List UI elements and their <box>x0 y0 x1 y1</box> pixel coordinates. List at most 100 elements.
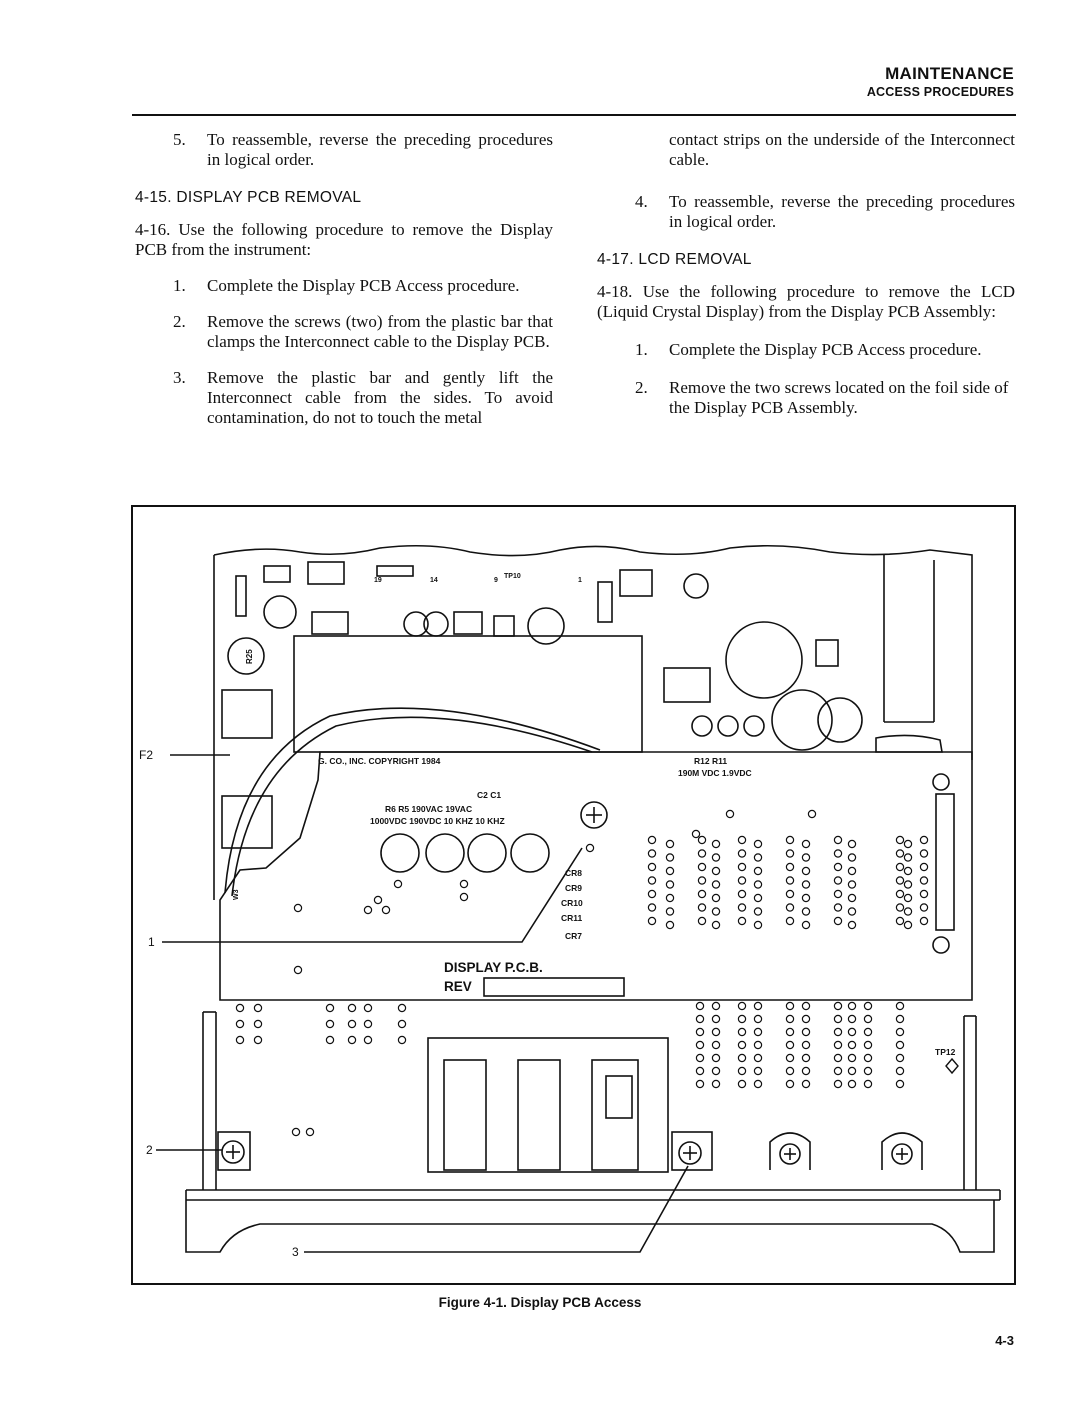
solder-pads <box>235 809 929 1137</box>
solder-pad <box>903 866 913 876</box>
solder-pad <box>737 903 747 912</box>
solder-pad <box>895 835 905 845</box>
r12-r11-label: R12 R11 <box>694 756 727 766</box>
solder-pad <box>363 1035 373 1045</box>
screw-2 <box>217 1131 251 1171</box>
solder-pad <box>801 1066 811 1076</box>
solder-pad <box>647 916 657 926</box>
solder-pad <box>801 839 811 849</box>
solder-pad <box>665 866 675 876</box>
solder-pad <box>305 1127 315 1137</box>
solder-pad <box>695 1079 705 1089</box>
step-text: To reassemble, reverse the preceding pro… <box>669 192 1015 231</box>
pin-9-label: 9 <box>494 577 498 584</box>
solder-pad <box>737 1066 747 1076</box>
solder-pad <box>801 1014 811 1024</box>
r6-r5-label: R6 R5 190VAC 19VAC <box>385 804 472 814</box>
solder-pad <box>711 893 721 903</box>
solder-pad <box>833 1079 843 1089</box>
solder-pad <box>753 853 763 862</box>
cr7-label: CR7 <box>565 931 582 941</box>
solder-pad <box>801 880 811 889</box>
solder-pad <box>697 862 707 872</box>
display-pcb-label: DISPLAY P.C.B. <box>444 960 543 975</box>
section-heading-4-15: 4-15. DISPLAY PCB REMOVAL <box>135 189 362 206</box>
main-board-edge <box>213 544 973 760</box>
solder-pad <box>919 835 929 845</box>
solder-pad <box>895 1001 905 1011</box>
solder-pad <box>833 903 843 912</box>
solder-pad <box>711 907 721 916</box>
solder-pad <box>737 1027 747 1037</box>
solder-pad <box>903 880 913 889</box>
solder-pad <box>833 889 843 899</box>
solder-pad <box>919 876 929 885</box>
solder-pad <box>737 889 747 899</box>
solder-pad <box>895 1079 905 1089</box>
tp10-label: TP10 <box>504 573 521 580</box>
solder-pad <box>753 1040 763 1050</box>
step-number: 1. <box>635 340 648 359</box>
screw-3 <box>671 1131 713 1171</box>
solder-pad <box>919 862 929 872</box>
solder-pad <box>711 1066 721 1076</box>
solder-pad <box>235 1035 245 1045</box>
solder-pad <box>833 1014 843 1024</box>
solder-pad <box>847 853 857 862</box>
solder-pad <box>895 876 905 885</box>
solder-pad <box>863 1014 873 1024</box>
solder-pad <box>711 920 721 930</box>
header-title: MAINTENANCE <box>885 64 1014 83</box>
solder-pad <box>737 835 747 845</box>
cr11-label: CR11 <box>561 913 583 923</box>
solder-pad <box>847 1079 857 1089</box>
screw-4 <box>769 1132 811 1170</box>
solder-pad <box>697 849 707 858</box>
solder-pad <box>647 876 657 885</box>
front-bezel <box>185 1200 995 1253</box>
solder-pad <box>695 1014 705 1024</box>
solder-pad <box>847 920 857 930</box>
solder-pad <box>833 1066 843 1076</box>
solder-pad <box>753 1014 763 1024</box>
solder-pad <box>895 916 905 926</box>
solder-pad <box>363 905 373 915</box>
solder-pad <box>919 889 929 899</box>
solder-pad <box>903 920 913 930</box>
solder-pad <box>363 1019 373 1029</box>
solder-pad <box>691 829 701 839</box>
solder-pad <box>801 1053 811 1063</box>
lcd-module <box>293 635 643 753</box>
solder-pad <box>695 1001 705 1011</box>
solder-pad <box>665 907 675 916</box>
solder-pad <box>753 839 763 849</box>
solder-pad <box>397 1019 407 1029</box>
solder-pad <box>895 889 905 899</box>
solder-pad <box>697 835 707 845</box>
solder-pad <box>895 862 905 872</box>
solder-pad <box>253 1035 263 1045</box>
solder-pad <box>833 849 843 858</box>
tp12-diamond-icon <box>945 1057 959 1075</box>
step-number: 4. <box>635 192 648 211</box>
solder-pad <box>711 866 721 876</box>
right-step-2: 2. Remove the two screws located on the … <box>597 378 1015 418</box>
solder-pad <box>801 920 811 930</box>
volts-label: 1000VDC 190VDC 10 KHZ 10 KHZ <box>370 816 505 826</box>
vdc-label: 190M VDC 1.9VDC <box>678 768 752 778</box>
solder-pad <box>785 1066 795 1076</box>
solder-pad <box>753 893 763 903</box>
solder-pad <box>903 853 913 862</box>
solder-pad <box>903 893 913 903</box>
solder-pad <box>347 1003 357 1013</box>
solder-pad <box>833 1027 843 1037</box>
solder-pad <box>737 1040 747 1050</box>
solder-pad <box>863 1001 873 1011</box>
left-step-5: 5. To reassemble, reverse the preceding … <box>135 130 553 170</box>
figure-frame <box>131 505 1016 1285</box>
solder-pad <box>695 1040 705 1050</box>
screw-top <box>580 801 608 829</box>
callout-2: 2 <box>146 1143 153 1157</box>
solder-pad <box>903 839 913 849</box>
solder-pad <box>847 1066 857 1076</box>
